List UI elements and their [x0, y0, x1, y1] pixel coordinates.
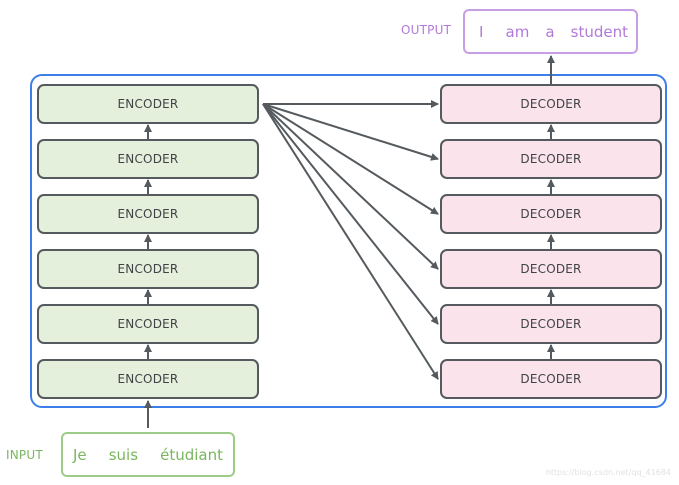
output-word: I — [479, 22, 484, 41]
encoder-block-2: ENCODER — [37, 304, 259, 344]
decoder-label: DECODER — [520, 262, 582, 276]
encoder-label: ENCODER — [117, 97, 179, 111]
input-word: suis — [108, 445, 139, 464]
encoder-decoder-arrow — [262, 103, 439, 380]
input-word: étudiant — [160, 445, 223, 464]
encoder-block-3: ENCODER — [37, 249, 259, 289]
output-word: a — [545, 22, 555, 41]
encoder-label: ENCODER — [117, 152, 179, 166]
encoder-label: ENCODER — [117, 207, 179, 221]
encoder-label: ENCODER — [117, 372, 179, 386]
input-label: INPUT — [6, 448, 43, 462]
encoder-decoder-arrow — [262, 103, 439, 161]
encoder-decoder-arrow — [262, 103, 439, 325]
stack-container — [30, 74, 667, 408]
encoder-label: ENCODER — [117, 317, 179, 331]
decoder-block-6: DECODER — [440, 84, 662, 124]
output-word: student — [570, 22, 628, 41]
encoder-block-5: ENCODER — [37, 139, 259, 179]
decoder-block-1: DECODER — [440, 359, 662, 399]
encoder-block-1: ENCODER — [37, 359, 259, 399]
output-word: am — [505, 22, 530, 41]
decoder-label: DECODER — [520, 97, 582, 111]
decoder-label: DECODER — [520, 317, 582, 331]
decoder-block-3: DECODER — [440, 249, 662, 289]
decoder-block-2: DECODER — [440, 304, 662, 344]
output-label: OUTPUT — [401, 23, 452, 37]
decoder-label: DECODER — [520, 372, 582, 386]
encoder-block-4: ENCODER — [37, 194, 259, 234]
encoder-decoder-arrow — [262, 103, 439, 215]
output-box: I am a student — [463, 9, 638, 54]
decoder-label: DECODER — [520, 152, 582, 166]
encoder-decoder-arrow — [262, 103, 439, 270]
decoder-block-5: DECODER — [440, 139, 662, 179]
input-box: Je suis étudiant — [61, 432, 235, 477]
encoder-label: ENCODER — [117, 262, 179, 276]
watermark: https://blog.csdn.net/qq_41684 — [545, 468, 671, 477]
encoder-block-6: ENCODER — [37, 84, 259, 124]
input-word: Je — [73, 445, 87, 464]
decoder-block-4: DECODER — [440, 194, 662, 234]
decoder-label: DECODER — [520, 207, 582, 221]
